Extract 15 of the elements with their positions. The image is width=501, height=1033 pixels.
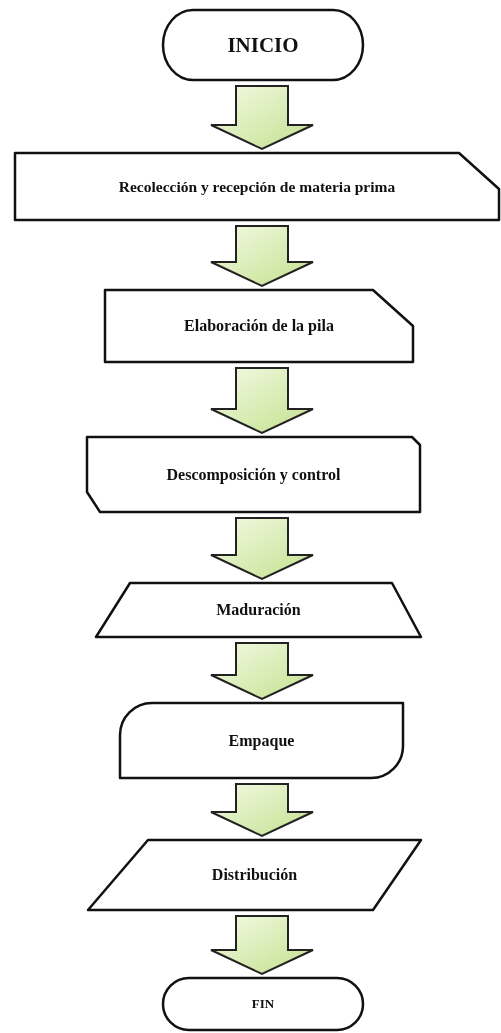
block-arrow: [210, 642, 314, 701]
block-arrow: [210, 85, 314, 151]
step-label: Descomposición y control: [166, 465, 341, 484]
step-label: FIN: [251, 996, 275, 1012]
step-label: Elaboración de la pila: [184, 317, 334, 335]
step-label: Empaque: [228, 731, 295, 750]
block-arrow: [210, 517, 314, 581]
step-label: Distribución: [211, 866, 298, 884]
block-arrow: [210, 915, 314, 976]
block-arrow: [210, 225, 314, 288]
step-label: Recolección y recepción de materia prima: [118, 177, 396, 196]
step-label: Maduración: [216, 601, 301, 619]
block-arrow: [210, 783, 314, 838]
block-arrow: [210, 367, 314, 435]
step-label: INICIO: [227, 32, 299, 58]
